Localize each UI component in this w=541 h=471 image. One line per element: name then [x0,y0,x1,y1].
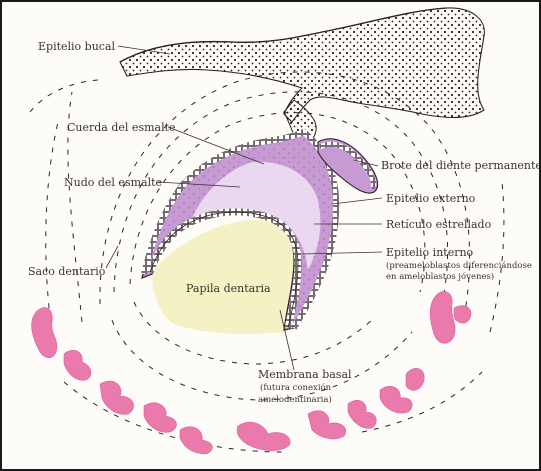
label-epitelio-interno-note-1: (preameloblastos diferenciándose [386,260,532,271]
label-epitelio-interno: Epitelio interno [386,246,474,259]
label-membrana-basal-note-2: amelodentinaria) [258,394,332,405]
leader-epitelio-externo [332,198,382,204]
label-nudo-esmalte: Nudo del esmalte [64,176,162,189]
label-saco-dentario: Saco dentario [28,265,106,278]
label-cuerda-esmalte: Cuerda del esmalte [67,121,176,134]
label-brote-permanente: Brote del diente permanente [381,159,539,172]
label-membrana-basal-note-1: (futura conexión [260,382,332,393]
label-epitelio-interno-note-2: en ameloblastos jóvenes) [386,271,494,282]
label-epitelio-bucal: Epitelio bucal [38,40,116,53]
label-membrana-basal: Membrana basal [258,368,352,381]
label-epitelio-externo: Epitelio externo [386,192,476,205]
label-reticulo-estrellado: Retículo estrellado [386,218,492,231]
label-papila-dentaria: Papila dentaria [186,282,271,295]
oral-epithelium [120,8,484,122]
